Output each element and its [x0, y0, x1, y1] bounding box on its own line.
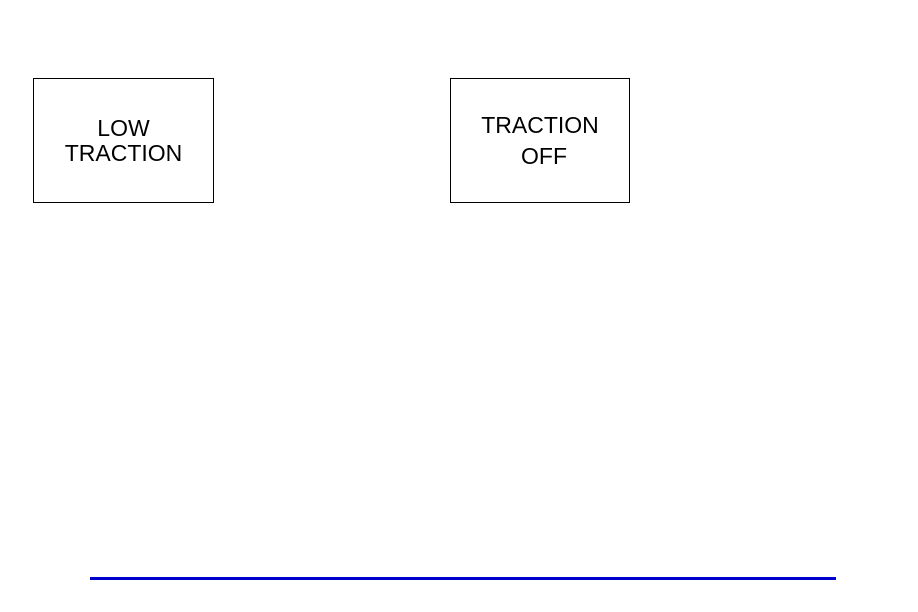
low-traction-indicator: LOW TRACTION: [33, 78, 214, 203]
low-traction-line-2: TRACTION: [65, 141, 183, 166]
traction-off-indicator: TRACTION OFF: [450, 78, 630, 203]
traction-off-line-1: TRACTION: [481, 113, 599, 138]
low-traction-line-1: LOW: [97, 116, 149, 141]
footer-divider: [90, 577, 836, 580]
traction-off-line-2: OFF: [513, 144, 567, 169]
